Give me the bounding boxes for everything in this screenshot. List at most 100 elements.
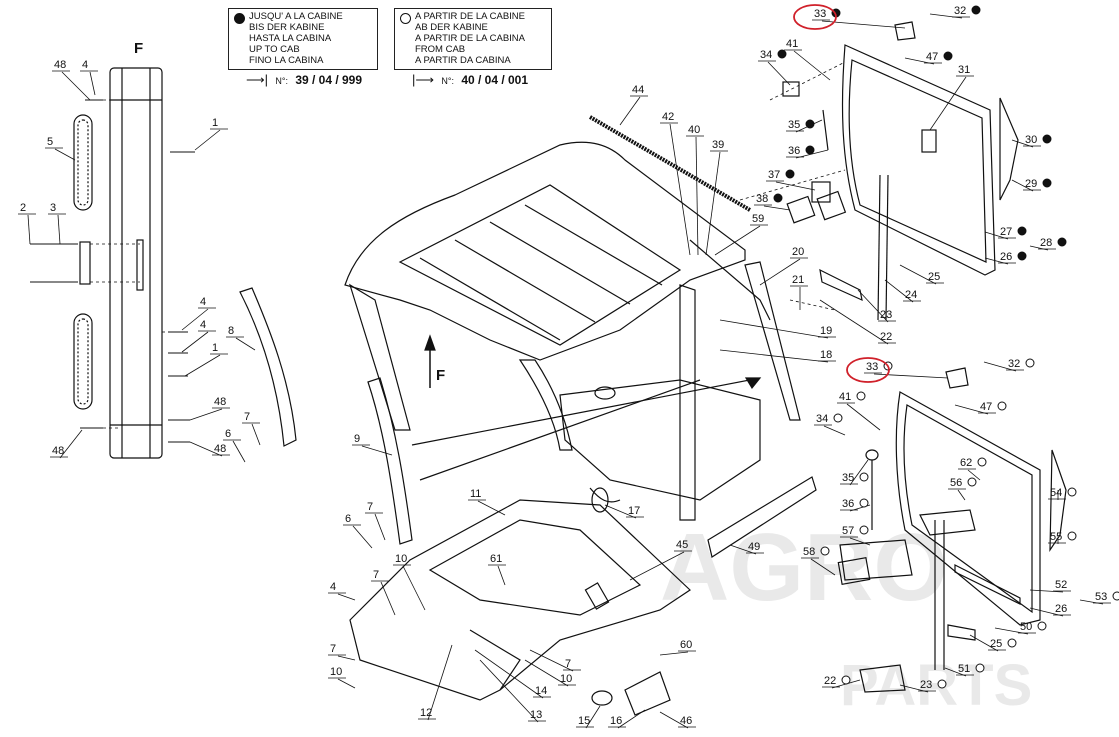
open-bullet-icon <box>1112 591 1119 601</box>
leader-line <box>669 123 691 256</box>
callout-number: 9 <box>354 433 360 445</box>
filled-bullet-icon <box>785 169 795 179</box>
leader-line <box>775 181 816 191</box>
callout-number: 7 <box>373 569 379 581</box>
leader-line <box>969 634 999 652</box>
callout-number: 12 <box>420 707 432 719</box>
callout-number: 29 <box>1025 178 1037 190</box>
legend-line: FINO LA CABINA <box>249 55 324 66</box>
filled-bullet-icon <box>1017 226 1027 236</box>
leader-line <box>849 459 869 486</box>
leader-line <box>57 214 61 245</box>
leader-line <box>604 504 637 519</box>
callout-number: 50 <box>1020 621 1032 633</box>
callout-number: 14 <box>535 685 547 697</box>
leader-line <box>585 705 601 729</box>
leader-line <box>189 408 223 421</box>
leader-line <box>54 148 76 161</box>
callout-number: 4 <box>200 319 206 331</box>
leader-line <box>235 337 256 351</box>
filled-bullet-icon <box>943 51 953 61</box>
leader-line <box>729 544 757 555</box>
leader-line <box>617 709 646 729</box>
seal-strip <box>73 313 93 410</box>
callout-number: 3 <box>50 202 56 214</box>
callout-number: 36 <box>842 498 854 510</box>
legend-before-cab: JUSQU' A LA CABINE BIS DER KABINE HASTA … <box>228 8 378 70</box>
callout-number: 33 <box>814 8 826 20</box>
legend-line: UP TO CAB <box>249 44 300 55</box>
leader-line <box>402 565 426 611</box>
leader-line <box>793 50 831 81</box>
door-upper <box>782 21 1019 321</box>
leader-line <box>957 489 966 501</box>
leader-line <box>251 423 261 446</box>
callout-number: 10 <box>395 553 407 565</box>
open-bullet-icon <box>856 391 866 401</box>
callout-number: 23 <box>880 309 892 321</box>
leader-line <box>337 678 356 689</box>
leader-line <box>619 96 641 126</box>
callout-number: 34 <box>760 49 772 61</box>
callout-number: 56 <box>950 477 962 489</box>
open-bullet-icon <box>859 525 869 535</box>
callout-number: 47 <box>980 401 992 413</box>
serial-label: N°: <box>275 76 288 86</box>
open-bullet-icon <box>997 401 1007 411</box>
callout-number: 33 <box>866 361 878 373</box>
filled-bullet-icon <box>805 145 815 155</box>
leader-line <box>821 20 906 29</box>
callout-number: 4 <box>82 59 88 71</box>
pillar-trim <box>239 287 297 447</box>
legend-line: A PARTIR DA CABINA <box>415 55 511 66</box>
open-bullet-icon <box>820 546 830 556</box>
leader-line <box>846 403 881 431</box>
callout-number: 1 <box>212 342 218 354</box>
callout-number: 25 <box>990 638 1002 650</box>
filled-bullet-icon <box>777 49 787 59</box>
callout-number: 48 <box>54 59 66 71</box>
leader-line <box>719 349 829 363</box>
open-bullet-icon <box>977 457 987 467</box>
leader-line <box>767 61 791 86</box>
open-bullet-icon <box>1007 638 1017 648</box>
leader-line <box>181 331 209 353</box>
watermark-text: AGRO <box>660 514 948 621</box>
leader-line <box>189 441 223 457</box>
spacer-plate <box>79 241 91 285</box>
callout-number: 48 <box>214 396 226 408</box>
leader-line <box>524 659 569 687</box>
callout-number: 54 <box>1050 487 1062 499</box>
callout-number: 13 <box>530 709 542 721</box>
leader-line <box>427 644 453 721</box>
leader-line <box>61 71 91 101</box>
leader-line <box>477 500 506 516</box>
callout-number: 35 <box>842 472 854 484</box>
callout-number: 53 <box>1095 591 1107 603</box>
callout-number: 59 <box>752 213 764 225</box>
legend-line: JUSQU' A LA CABINE <box>249 11 343 22</box>
view-letter: F <box>134 40 143 57</box>
callout-number: 60 <box>680 639 692 651</box>
callout-number: 48 <box>52 445 64 457</box>
callout-number: 4 <box>330 581 336 593</box>
callout-number: 61 <box>490 553 502 565</box>
leader-line <box>849 537 871 546</box>
callout-number: 47 <box>926 51 938 63</box>
legend-line: BIS DER KABINE <box>249 22 325 33</box>
filled-bullet-icon <box>773 193 783 203</box>
leader-line <box>810 558 836 576</box>
leader-line <box>1011 179 1034 192</box>
callout-number: 42 <box>662 111 674 123</box>
leader-line <box>337 593 356 601</box>
serial-value: 39 / 04 / 999 <box>295 73 363 87</box>
leader-line <box>59 429 83 459</box>
open-bullet-icon <box>833 413 843 423</box>
door-lower <box>837 367 1067 693</box>
callout-number: 1 <box>212 117 218 129</box>
callout-number: 46 <box>680 715 692 727</box>
leader-dashes <box>90 99 168 429</box>
leader-line <box>819 299 889 345</box>
